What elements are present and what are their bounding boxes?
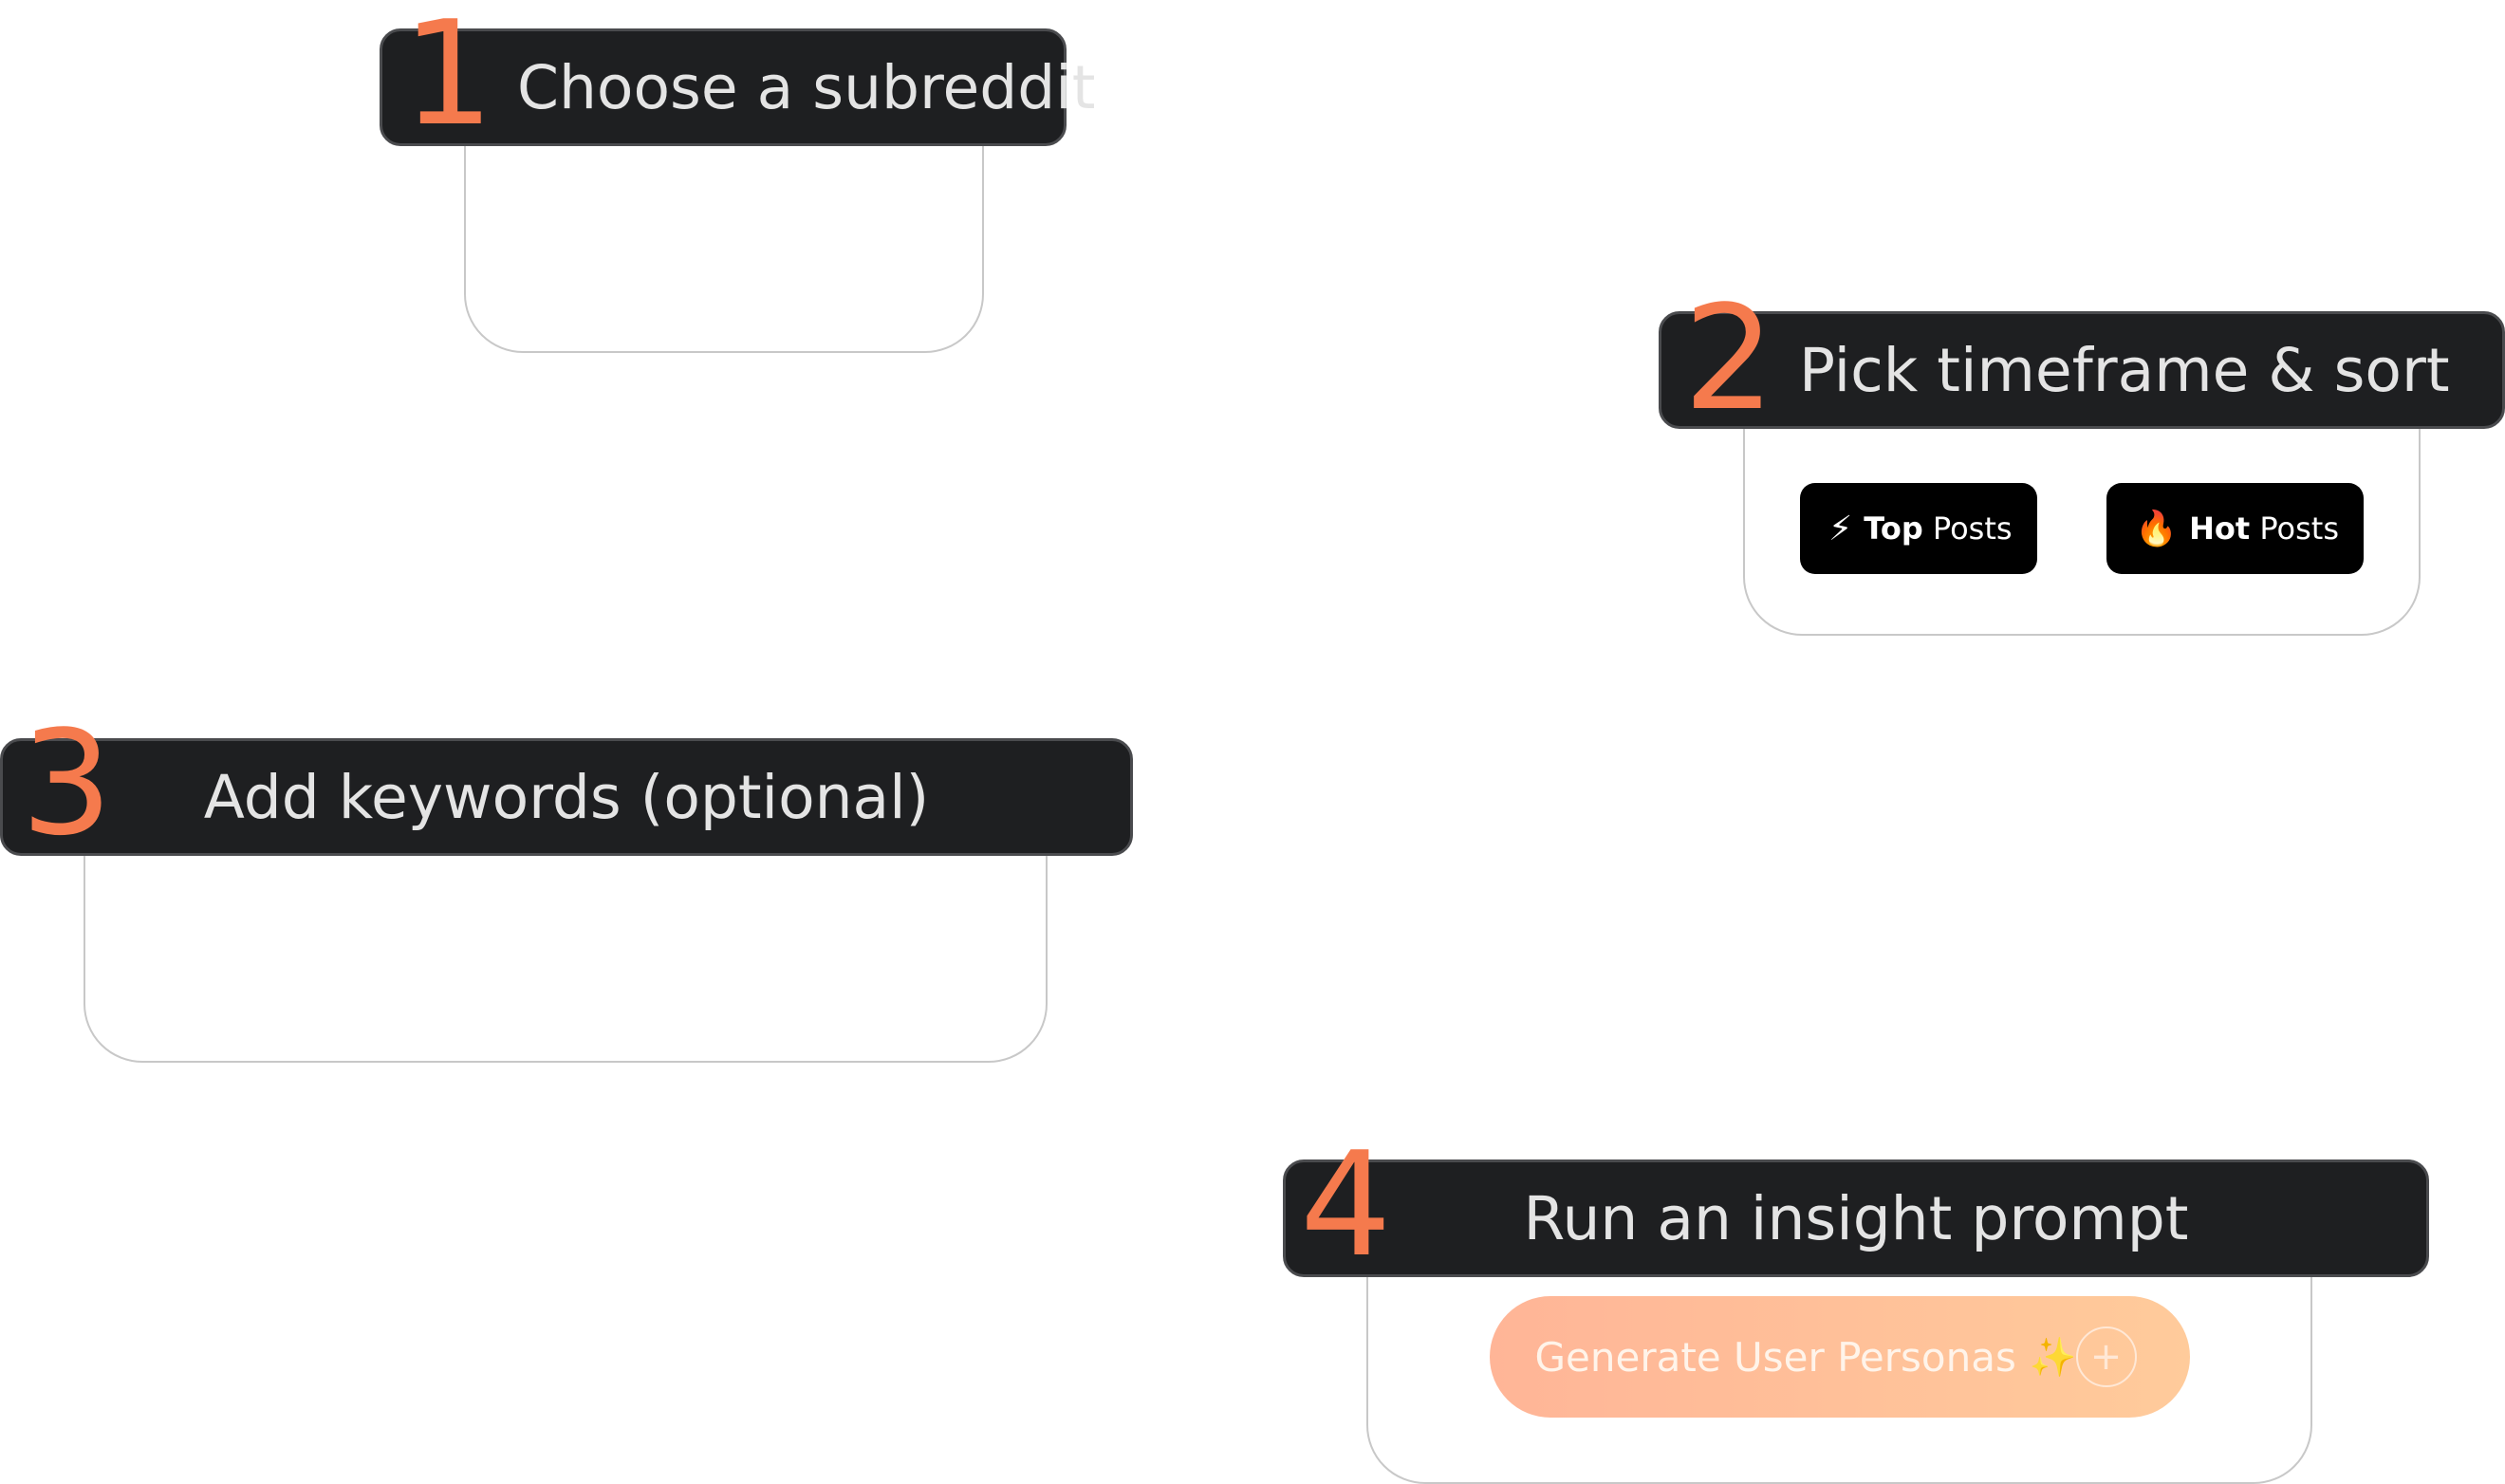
step-header: Choose a subreddit <box>380 28 1095 146</box>
step-title: Pick timeframe & sort <box>1799 335 2450 405</box>
hot-posts-button[interactable]: 🔥 Hot Posts <box>2106 483 2364 574</box>
top-posts-bold: Top <box>1864 510 1923 547</box>
lightning-icon: ⚡ <box>1828 509 1853 548</box>
step-header: Pick timeframe & sort <box>1659 311 2505 429</box>
step-header: Add keywords (optional) <box>0 738 1133 856</box>
hot-posts-bold: Hot <box>2189 510 2251 547</box>
top-posts-button[interactable]: ⚡ Top Posts <box>1800 483 2037 574</box>
sparkle-icon: ✨ <box>2029 1335 2077 1380</box>
subreddit-card <box>464 140 984 353</box>
fire-icon: 🔥 <box>2135 510 2179 548</box>
step-number: 1 <box>402 0 494 158</box>
top-posts-label: Posts <box>1932 510 2013 547</box>
step-header: Run an insight prompt <box>1283 1159 2429 1277</box>
keywords-card <box>84 846 1048 1063</box>
step-title: Run an insight prompt <box>1523 1183 2189 1253</box>
insight-card: Generate User Personas ✨ + <box>1366 1268 2312 1484</box>
sort-card: ⚡ Top Posts 🔥 Hot Posts <box>1743 421 2421 636</box>
generate-user-personas-button[interactable]: Generate User Personas ✨ + <box>1489 1296 2190 1418</box>
plus-icon: + <box>2075 1326 2137 1387</box>
step-number: 2 <box>1683 274 1775 442</box>
step-number: 4 <box>1300 1121 1392 1289</box>
step-number: 3 <box>21 699 113 867</box>
step-title: Add keywords (optional) <box>203 762 930 832</box>
generate-button-label: Generate User Personas <box>1534 1333 2016 1381</box>
hot-posts-label: Posts <box>2259 510 2339 547</box>
step-title: Choose a subreddit <box>517 52 1096 122</box>
